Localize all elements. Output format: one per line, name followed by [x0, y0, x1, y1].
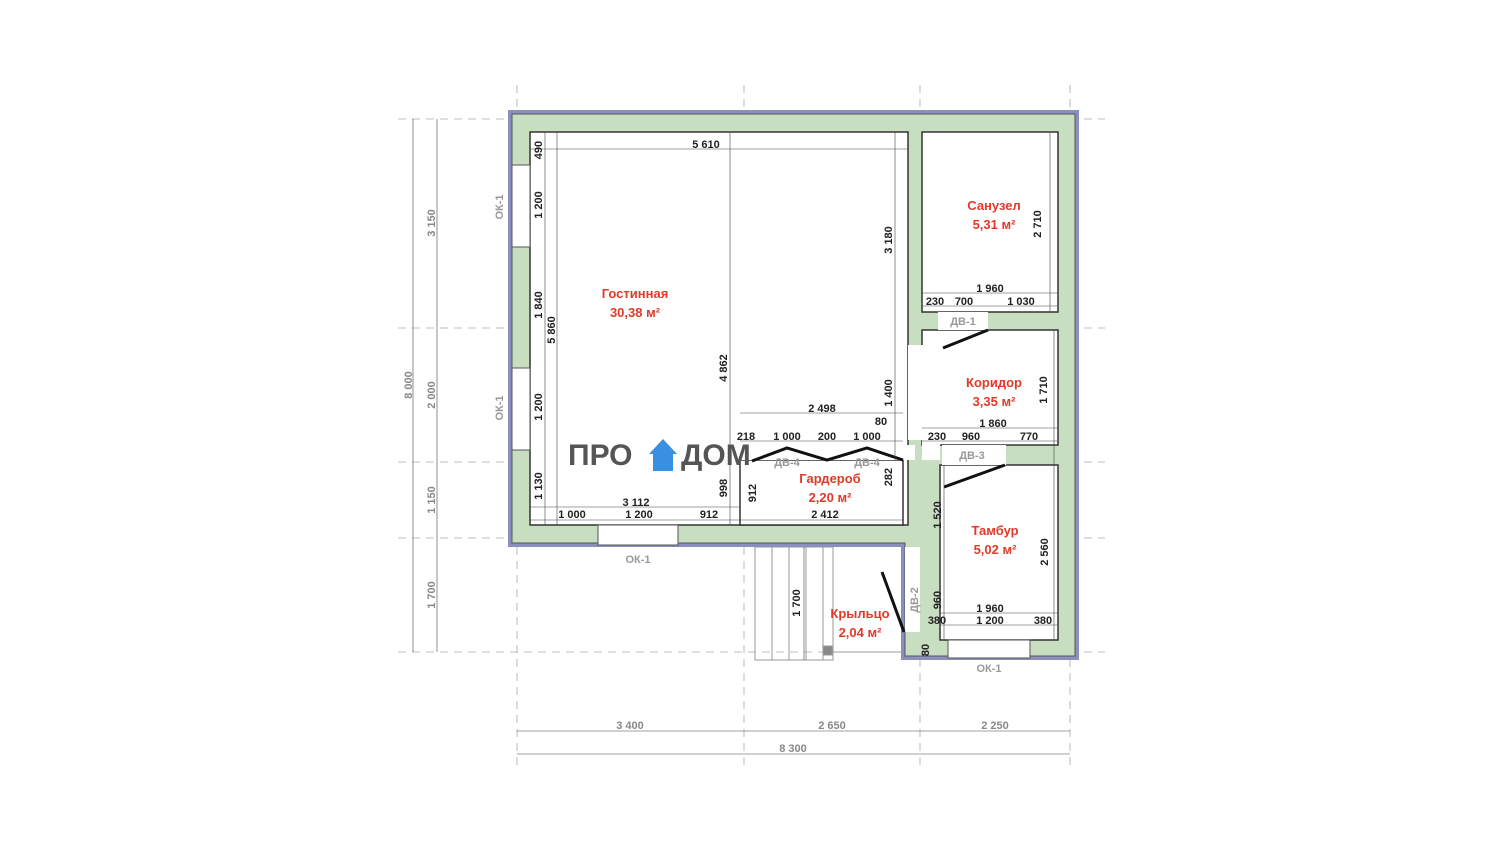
dimension-label: 1 520: [932, 501, 944, 529]
dimension-label: 1 200: [625, 509, 653, 521]
dimension-label: 3 180: [883, 226, 895, 254]
opening-label: ДВ-1: [950, 316, 976, 328]
opening-label: ОК-1: [976, 663, 1001, 675]
outer-dimension-lines: [412, 119, 1070, 755]
opening-label: ОК-1: [494, 194, 506, 219]
dimension-label: 1 130: [533, 472, 545, 500]
dimension-label: 4 862: [718, 354, 730, 382]
room-name: Гостинная: [602, 286, 669, 301]
room-area: 5,31 м²: [973, 217, 1017, 232]
dimension-label: 700: [955, 296, 973, 308]
room-wardrobe: [739, 459, 904, 526]
opening-label: ДВ-3: [959, 450, 985, 462]
window-ok1-c: [597, 524, 679, 546]
dimension-label: 1 860: [979, 418, 1007, 430]
outer-dimension-label: 2 650: [818, 720, 846, 732]
room-name: Санузел: [967, 198, 1020, 213]
room-bathroom: [921, 131, 1059, 313]
window-ok1-d: [947, 639, 1031, 659]
dimension-label: 1 000: [773, 431, 801, 443]
logo-text-left: ПРО: [568, 439, 633, 472]
outer-dimension-label: 3 150: [426, 209, 438, 237]
dimension-label: 1 000: [853, 431, 881, 443]
outer-dimension-label: 2 000: [426, 381, 438, 409]
dimension-label: 912: [747, 484, 759, 502]
dimension-label: 1 960: [976, 283, 1004, 295]
dimension-label: 2 560: [1039, 538, 1051, 566]
outer-dimension-label: 8 000: [403, 371, 415, 399]
room-area: 2,20 м²: [809, 490, 853, 505]
room-area: 3,35 м²: [973, 394, 1017, 409]
room-area: 5,02 м²: [974, 542, 1018, 557]
dimension-label: 5 610: [692, 139, 720, 151]
dimension-label: 912: [700, 509, 718, 521]
room-name: Крыльцо: [830, 606, 889, 621]
dimension-label: 2 498: [808, 403, 836, 415]
dimension-label: 230: [926, 296, 944, 308]
window-ok1-b: [511, 367, 531, 451]
opening-label: ДВ-4: [854, 457, 880, 469]
dimension-label: 1 000: [558, 509, 586, 521]
room-area: 30,38 м²: [610, 305, 661, 320]
room-name: Гардероб: [799, 471, 860, 486]
dimension-label: 218: [737, 431, 755, 443]
opening-label: ОК-1: [494, 395, 506, 420]
opening-label: ДВ-4: [774, 457, 800, 469]
outer-dimension-label: 1 700: [426, 581, 438, 609]
door-swings: [751, 328, 1006, 633]
dimension-label: 1 700: [791, 589, 803, 617]
dimension-label: 1 200: [533, 393, 545, 421]
outer-dimension-label: 3 400: [616, 720, 644, 732]
dimension-label: 1 710: [1038, 376, 1050, 404]
porch-stairs: [754, 546, 903, 661]
room-name: Коридор: [966, 375, 1022, 390]
opening-label: ОК-1: [625, 554, 650, 566]
dimension-label: 80: [920, 644, 932, 656]
dimension-label: 1 200: [976, 615, 1004, 627]
house-icon: [649, 439, 677, 471]
logo: ПРО ДОМ: [568, 439, 751, 472]
dimension-label: 380: [1034, 615, 1052, 627]
outer-dimension-label: 1 150: [426, 486, 438, 514]
dimension-label: 1 030: [1007, 296, 1035, 308]
dimension-label: 380: [928, 615, 946, 627]
dimension-label: 200: [818, 431, 836, 443]
dimension-label: 230: [928, 431, 946, 443]
outer-dimension-label: 2 250: [981, 720, 1009, 732]
opening-label: ДВ-2: [909, 587, 921, 613]
outer-dimension-label: 8 300: [779, 743, 807, 755]
room-area: 2,04 м²: [839, 625, 883, 640]
logo-text-right: ДОМ: [681, 439, 751, 472]
dimension-label: 1 200: [533, 191, 545, 219]
dimension-label: 490: [533, 141, 545, 159]
dimension-label: 960: [932, 591, 944, 609]
room-name: Тамбур: [971, 523, 1018, 538]
dimension-label: 1 960: [976, 603, 1004, 615]
inner-dimension-lines: [530, 132, 1058, 660]
dimension-label: 1 400: [883, 379, 895, 407]
dimension-label: 80: [875, 416, 887, 428]
dimension-label: 770: [1020, 431, 1038, 443]
dimension-label: 3 112: [623, 497, 650, 509]
dimension-label: 282: [883, 468, 895, 486]
dimension-label: 998: [718, 479, 730, 497]
dimension-label: 2 710: [1032, 210, 1044, 238]
dimension-label: 2 412: [811, 509, 839, 521]
dimension-label: 5 860: [546, 316, 558, 344]
walls: [508, 110, 1079, 660]
dimension-label: 1 840: [533, 291, 545, 319]
window-ok1-a: [511, 164, 531, 248]
dimension-label: 960: [962, 431, 980, 443]
